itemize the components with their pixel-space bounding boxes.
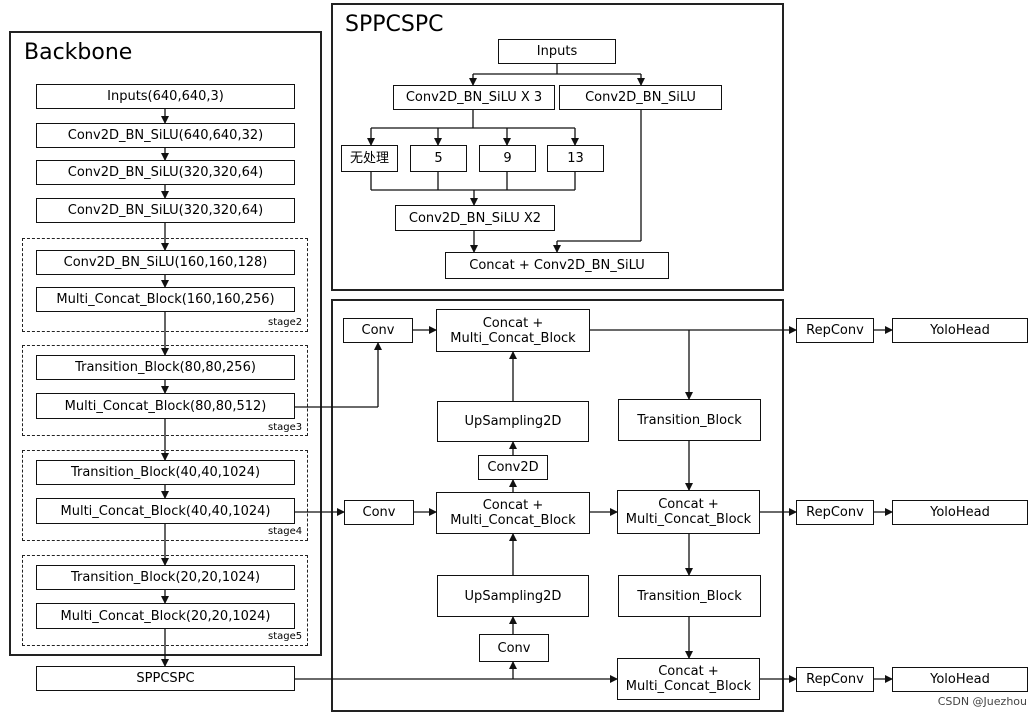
yolohead-2: YoloHead bbox=[892, 500, 1028, 525]
backbone-conv3: Conv2D_BN_SiLU(320,320,64) bbox=[36, 198, 295, 223]
watermark: CSDN @Juezhou bbox=[937, 695, 1027, 708]
neck-conv-mid: Conv bbox=[344, 500, 414, 525]
stage2-conv: Conv2D_BN_SiLU(160,160,128) bbox=[36, 250, 295, 275]
stage3-transition: Transition_Block(80,80,256) bbox=[36, 355, 295, 380]
neck-concat-c: Concat + Multi_Concat_Block bbox=[617, 490, 760, 534]
neck-conv-top: Conv bbox=[343, 318, 413, 343]
repconv-2: RepConv bbox=[796, 500, 874, 525]
yolohead-3: YoloHead bbox=[892, 667, 1028, 692]
neck-conv2d: Conv2D bbox=[478, 455, 548, 480]
neck-upsampling-b: UpSampling2D bbox=[437, 575, 589, 617]
repconv-1: RepConv bbox=[796, 318, 874, 343]
stage2-label: stage2 bbox=[268, 317, 303, 328]
neck-conv-bottom: Conv bbox=[479, 634, 549, 662]
sppcspc-inputs: Inputs bbox=[498, 39, 616, 64]
backbone-conv1: Conv2D_BN_SiLU(640,640,32) bbox=[36, 123, 295, 148]
neck-concat-d: Concat + Multi_Concat_Block bbox=[617, 658, 760, 700]
backbone-title: Backbone bbox=[24, 40, 133, 65]
neck-transition-b: Transition_Block bbox=[618, 575, 761, 617]
stage3-mcb: Multi_Concat_Block(80,80,512) bbox=[36, 393, 295, 419]
stage5-label: stage5 bbox=[268, 631, 303, 642]
stage3-label: stage3 bbox=[268, 422, 303, 433]
neck-upsampling-a: UpSampling2D bbox=[437, 401, 589, 442]
backbone-conv2: Conv2D_BN_SiLU(320,320,64) bbox=[36, 160, 295, 185]
neck-transition-a: Transition_Block bbox=[618, 399, 761, 441]
stage4-transition: Transition_Block(40,40,1024) bbox=[36, 460, 295, 485]
sppcspc-conv-side: Conv2D_BN_SiLU bbox=[559, 85, 722, 110]
sppcspc-title: SPPCSPC bbox=[345, 12, 444, 37]
stage5-mcb: Multi_Concat_Block(20,20,1024) bbox=[36, 603, 295, 629]
pool-5: 5 bbox=[410, 145, 467, 172]
pool-none: 无处理 bbox=[341, 145, 398, 172]
pool-13: 13 bbox=[547, 145, 604, 172]
stage5-transition: Transition_Block(20,20,1024) bbox=[36, 565, 295, 590]
neck-concat-a: Concat + Multi_Concat_Block bbox=[436, 309, 590, 352]
stage4-mcb: Multi_Concat_Block(40,40,1024) bbox=[36, 498, 295, 524]
neck-concat-b: Concat + Multi_Concat_Block bbox=[436, 492, 590, 534]
backbone-inputs: Inputs(640,640,3) bbox=[36, 84, 295, 109]
repconv-3: RepConv bbox=[796, 667, 874, 692]
sppcspc-conv-x2: Conv2D_BN_SiLU X2 bbox=[395, 205, 555, 231]
yolohead-1: YoloHead bbox=[892, 318, 1028, 343]
stage2-mcb: Multi_Concat_Block(160,160,256) bbox=[36, 287, 295, 312]
stage4-label: stage4 bbox=[268, 526, 303, 537]
sppcspc-concat-out: Concat + Conv2D_BN_SiLU bbox=[445, 252, 669, 279]
sppcspc-output-box: SPPCSPC bbox=[36, 666, 295, 691]
pool-9: 9 bbox=[479, 145, 536, 172]
sppcspc-conv-x3: Conv2D_BN_SiLU X 3 bbox=[393, 85, 555, 110]
